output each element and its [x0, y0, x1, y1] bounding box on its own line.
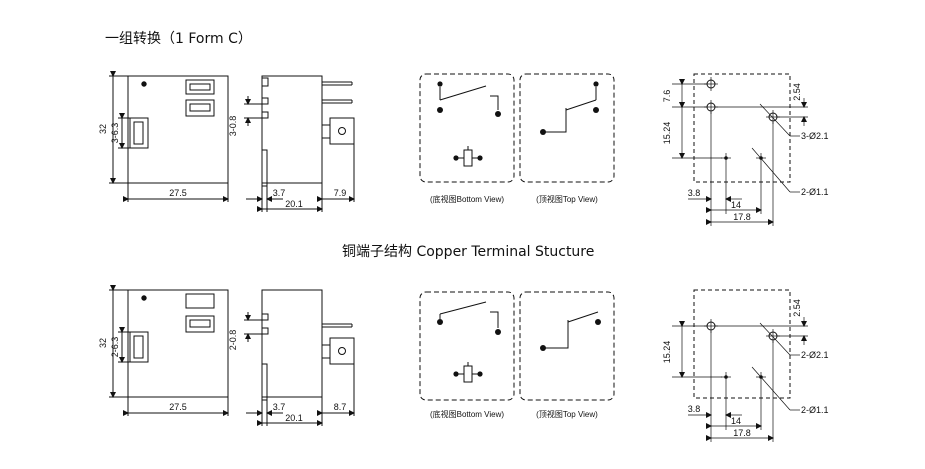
row1-front-pin-gap-label: 3-6.3 [110, 123, 120, 144]
row1-side-offset-label: 3.7 [273, 188, 286, 198]
row1-top-view-schematic [519, 73, 615, 183]
row1-pcb-h-b-label: 14 [731, 200, 741, 210]
row2-side-depth-label: 20.1 [285, 413, 303, 423]
row1-side-terminal-label: 7.9 [334, 188, 347, 198]
row2-front-pin-gap-label: 2-6.3 [110, 337, 120, 358]
page-title: 一组转换（1 Form C） [105, 31, 252, 47]
row2-pcb-h-top-label: 2.54 [792, 299, 802, 317]
row1-side-pin-thickness-label: 3-0.8 [228, 116, 238, 137]
row2-pcb-hole-small-label: 2-Ø1.1 [801, 405, 829, 415]
row2-side-view [244, 289, 355, 426]
row2-pcb-h-b-label: 14 [731, 416, 741, 426]
row1-pcb-hole-big-label: 3-Ø2.1 [801, 131, 829, 141]
row1-pcb-h-a-label: 3.8 [688, 188, 701, 198]
row1-top-view-caption: (顶视图Top View) [536, 194, 598, 204]
row2-bottom-view-caption: (底视图Bottom View) [430, 409, 504, 419]
row1-side-depth-label: 20.1 [285, 199, 303, 209]
row1-drawings: 32 3-6.3 27.5 [98, 71, 829, 226]
row2-side-pin-thickness-label: 2-0.8 [228, 330, 238, 351]
row1-side-view [244, 75, 355, 212]
row2-pcb-h-c-label: 17.8 [733, 428, 751, 438]
row2-front-height-label: 32 [98, 338, 108, 348]
row2-pcb-h-a-label: 3.8 [688, 404, 701, 414]
row1-bottom-view-caption: (底视图Bottom View) [430, 194, 504, 204]
row2-bottom-view-schematic [419, 291, 515, 401]
row2-top-view-caption: (顶视图Top View) [536, 409, 598, 419]
row1-front-view [109, 71, 229, 202]
row2-pcb-hole-big-label: 2-Ø2.1 [801, 350, 829, 360]
row1-bottom-view-schematic [419, 73, 515, 183]
row2-top-view-schematic [519, 291, 615, 401]
row1-pcb-layout [672, 73, 808, 226]
row1-front-width-label: 27.5 [169, 188, 187, 198]
row2-drawings: 32 2-6.3 27.5 [98, 285, 829, 442]
row1-front-height-label: 32 [98, 124, 108, 134]
row2-side-offset-label: 3.7 [273, 402, 286, 412]
row2-pcb-v-main-label: 15.24 [662, 341, 672, 364]
row1-pcb-v-main-label: 15.24 [662, 122, 672, 145]
row2-pcb-layout [672, 289, 808, 442]
row1-pcb-hole-small-label: 2-Ø1.1 [801, 187, 829, 197]
row1-pcb-v-top-label: 7.6 [662, 90, 672, 103]
row2-front-width-label: 27.5 [169, 402, 187, 412]
row1-pcb-h-c-label: 17.8 [733, 212, 751, 222]
row2-side-terminal-label: 8.7 [334, 402, 347, 412]
row1-pcb-h-top-label: 2.54 [792, 83, 802, 101]
section-title-copper-terminal: 铜端子结构 Copper Terminal Stucture [342, 244, 595, 260]
row2-front-view [109, 285, 229, 416]
